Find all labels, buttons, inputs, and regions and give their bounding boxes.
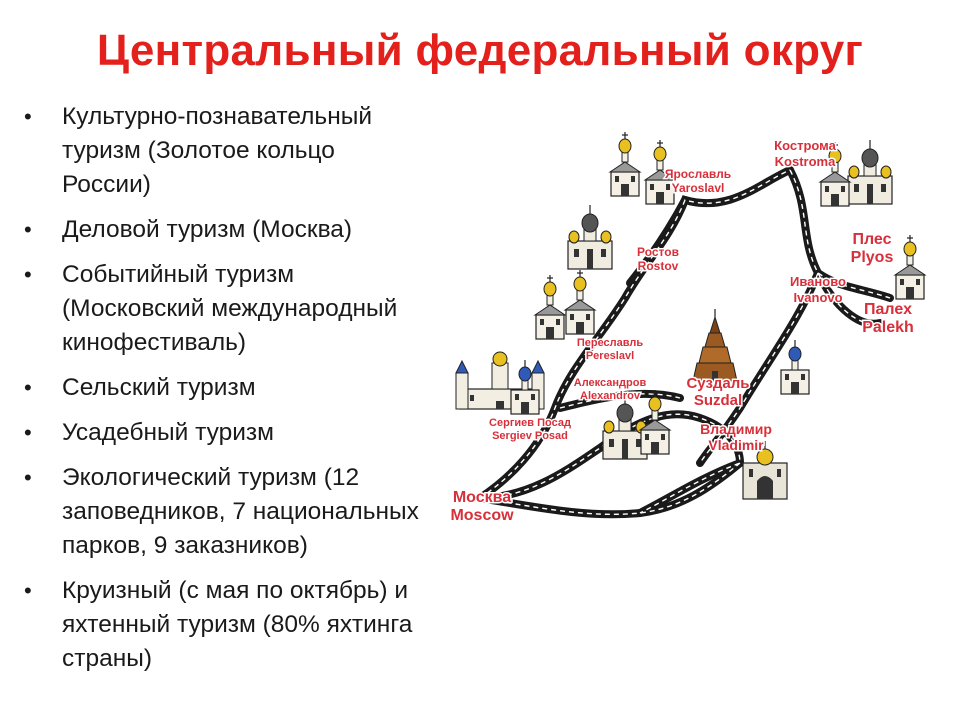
- bullet-line: кинофестиваль): [62, 329, 247, 356]
- road-marking: [479, 462, 741, 515]
- road-marking: [699, 272, 819, 464]
- city-label-sergiev-posad-en: Sergiev Posad: [492, 430, 568, 442]
- plyos-church-icon: [894, 234, 926, 300]
- city-label-plyos-ru: Плес: [852, 231, 891, 248]
- pereslavl-church-icon: [534, 274, 566, 340]
- suzdal-wooden-church-icon: [692, 308, 738, 382]
- city-label-moscow-en: Moscow: [450, 507, 514, 524]
- ivanovo-church-icon: [780, 339, 810, 395]
- bullet-line: страны): [62, 645, 153, 672]
- bullet-line: Событийный туризм: [62, 261, 295, 288]
- city-label-moscow-ru: Москва: [453, 489, 511, 506]
- city-label-sergiev-posad-ru: Сергиев Посад: [489, 417, 571, 429]
- golden-ring-map: Кострома Kostroma Ярославль Yaroslavl Ро…: [449, 131, 926, 526]
- city-label-ivanovo-en: Ivanovo: [793, 290, 842, 305]
- bullet-line: туризм (Золотое кольцо: [62, 137, 335, 164]
- rostov-kremlin-icon: [567, 204, 613, 270]
- bullet-item: • Деловой туризм (Москва): [22, 213, 492, 247]
- bullet-line: (Московский международный: [62, 295, 398, 322]
- city-label-vladimir-en: Vladimir: [708, 437, 764, 453]
- bullet-item: • Экологический туризм (12 заповедников, 7…: [22, 461, 492, 563]
- bullet-line: Круизный (с мая по октябрь) и: [62, 577, 409, 604]
- bullet-item: • Событийный туризм (Московский международ…: [22, 258, 492, 360]
- bullet-line: Культурно-познавательный: [62, 103, 373, 130]
- city-label-palekh-en: Palekh: [862, 319, 914, 336]
- city-label-vladimir-ru: Владимир: [700, 421, 772, 437]
- road: [626, 196, 689, 287]
- bullet-item: • Круизный (с мая по октябрь) и яхтенный т…: [22, 574, 492, 676]
- bullet-line: Экологический туризм (12: [62, 464, 360, 491]
- city-label-yaroslavl-en: Yaroslavl: [672, 181, 725, 195]
- bullet-line: Усадебный туризм: [62, 419, 274, 446]
- road-network: [476, 166, 894, 519]
- bullet-icon: •: [24, 420, 32, 445]
- bullet-list: • Культурно-познавательный туризм (Золотое…: [22, 100, 492, 687]
- bullet-item: • Сельский туризм: [22, 371, 492, 405]
- bullet-line: яхтенный туризм (80% яхтинга: [62, 611, 413, 638]
- city-label-pereslavl-en: Pereslavl: [586, 350, 634, 362]
- city-label-ivanovo-ru: Иваново: [790, 274, 846, 289]
- road-marking: [559, 393, 681, 409]
- city-label-suzdal-ru: Суздаль: [686, 375, 749, 392]
- city-label-alexandrov-en: Alexandrov: [580, 390, 641, 402]
- city-labels: Кострома Kostroma Ярославль Yaroslavl Ро…: [449, 137, 915, 526]
- road-marking: [789, 169, 881, 325]
- city-label-rostov-en: Rostov: [638, 259, 679, 273]
- bullet-icon: •: [24, 375, 32, 400]
- road-marking: [479, 413, 741, 514]
- city-label-palekh-ru: Палех: [864, 301, 912, 318]
- city-label-rostov-ru: Ростов: [637, 245, 679, 259]
- bullet-icon: •: [24, 578, 32, 603]
- city-label-alexandrov-ru: Александров: [574, 377, 647, 389]
- city-label-kostroma-en: Kostroma: [775, 154, 836, 169]
- bullet-icon: •: [24, 262, 32, 287]
- bullet-item: • Культурно-познавательный туризм (Золотое…: [22, 100, 492, 202]
- bullet-line: России): [62, 171, 151, 198]
- bullet-icon: •: [24, 217, 32, 242]
- bullet-item: • Усадебный туризм: [22, 416, 492, 450]
- bullet-icon: •: [24, 104, 32, 129]
- page-title: Центральный федеральный округ: [96, 26, 864, 75]
- city-label-pereslavl-ru: Переславль: [577, 337, 644, 349]
- bullet-line: Сельский туризм: [62, 374, 256, 401]
- pereslavl-church-icon: [564, 269, 596, 335]
- bullet-line: заповедников, 7 национальных: [62, 498, 419, 525]
- city-label-yaroslavl-ru: Ярославль: [665, 167, 731, 181]
- yaroslavl-church-icon: [609, 131, 641, 197]
- bullet-line: Деловой туризм (Москва): [62, 216, 353, 243]
- road: [476, 166, 794, 502]
- city-label-plyos-en: Plyos: [851, 249, 894, 266]
- road-markings: [479, 169, 891, 515]
- bullet-line: парков, 9 заказников): [62, 532, 308, 559]
- bullet-icon: •: [24, 465, 32, 490]
- city-label-suzdal-en: Suzdal: [694, 392, 742, 409]
- kostroma-cathedral-icon: [847, 139, 893, 205]
- road-marking: [817, 272, 891, 299]
- city-label-kostroma-ru: Кострома: [774, 138, 836, 153]
